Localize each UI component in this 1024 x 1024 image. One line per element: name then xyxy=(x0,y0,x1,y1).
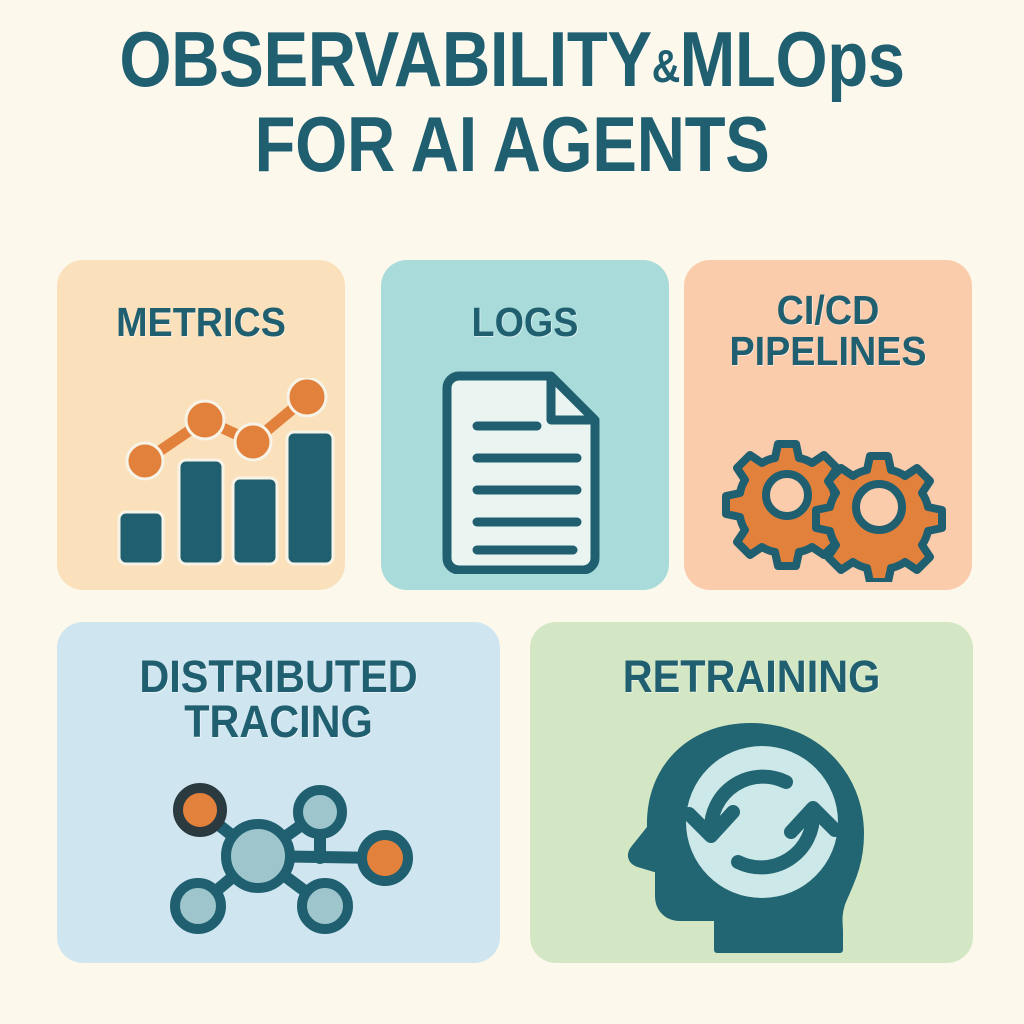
card-cicd[interactable]: CI/CD PIPELINES xyxy=(684,260,972,590)
card-retraining-title: RETRAINING xyxy=(622,651,881,702)
card-cicd-title: CI/CD PIPELINES xyxy=(729,287,927,374)
card-tracing[interactable]: DISTRIBUTED TRACING xyxy=(57,622,500,963)
title-line-1: OBSERVABILITY&MLOps xyxy=(72,20,953,98)
title-line-2: FOR AI AGENTS xyxy=(254,99,770,188)
card-logs[interactable]: LOGS xyxy=(381,260,669,590)
brain-circle xyxy=(686,746,838,898)
chart-bars xyxy=(117,430,335,566)
card-metrics-title: METRICS xyxy=(116,299,286,345)
document-text-lines xyxy=(472,421,582,555)
head-refresh-cycle-icon xyxy=(530,718,973,958)
refresh-arrows xyxy=(682,769,842,875)
chart-trend-line xyxy=(125,378,328,481)
title-ampersand: & xyxy=(651,40,681,92)
title-mlops-text: MLOps xyxy=(679,15,905,103)
card-retraining[interactable]: RETRAINING xyxy=(530,622,973,963)
gear-right xyxy=(812,452,946,582)
graph-nodes xyxy=(170,783,413,934)
document-lines-icon xyxy=(381,364,669,574)
page-title: OBSERVABILITY&MLOps FOR AI AGENTS xyxy=(0,20,1024,188)
card-tracing-title: DISTRIBUTED TRACING xyxy=(139,651,418,747)
card-metrics[interactable]: METRICS xyxy=(57,260,345,590)
card-logs-title: LOGS xyxy=(471,299,579,345)
metrics-chart-icon xyxy=(57,378,345,578)
gears-icon xyxy=(684,422,972,582)
node-graph-icon xyxy=(57,762,500,962)
title-main-text: OBSERVABILITY xyxy=(119,15,652,103)
